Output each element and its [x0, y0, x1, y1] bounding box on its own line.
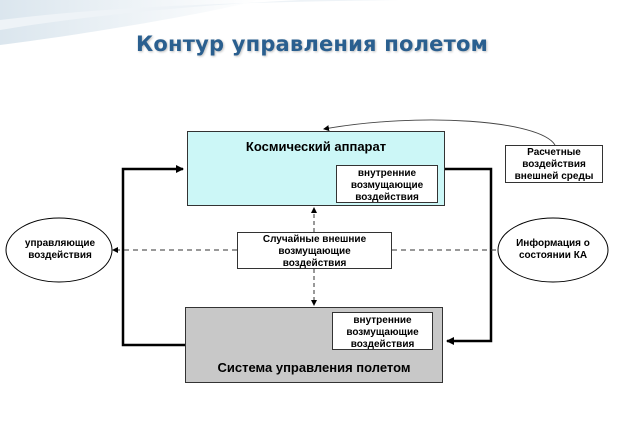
page-title: Контур управления полетом [136, 32, 488, 56]
header-swoosh-background [0, 0, 400, 45]
calculated-external-effects-box: Расчетные воздействия внешней среды [505, 145, 603, 183]
spacecraft-label: Космический аппарат [245, 139, 387, 154]
control-system-box: внутренние возмущающие воздействия Систе… [185, 307, 443, 383]
spacecraft-box: Космический аппарат внутренние возмущающ… [187, 131, 445, 206]
control-system-label: Система управления полетом [217, 360, 411, 375]
control-system-internal-disturbances: внутренние возмущающие воздействия [332, 312, 433, 350]
state-info-loop [445, 167, 493, 345]
control-actions-ellipse [5, 217, 113, 283]
state-info-ellipse [497, 217, 609, 283]
control-actions-loop [121, 165, 185, 347]
control-actions-label: управляющие воздействия [24, 238, 96, 261]
state-info-label: Информация о состоянии КА [516, 238, 590, 261]
calculated-effects-arrow [323, 119, 556, 146]
spacecraft-internal-disturbances: внутренние возмущающие воздействия [336, 165, 438, 203]
random-external-disturbances-box: Случайные внешние возмущающие воздействи… [237, 232, 392, 269]
